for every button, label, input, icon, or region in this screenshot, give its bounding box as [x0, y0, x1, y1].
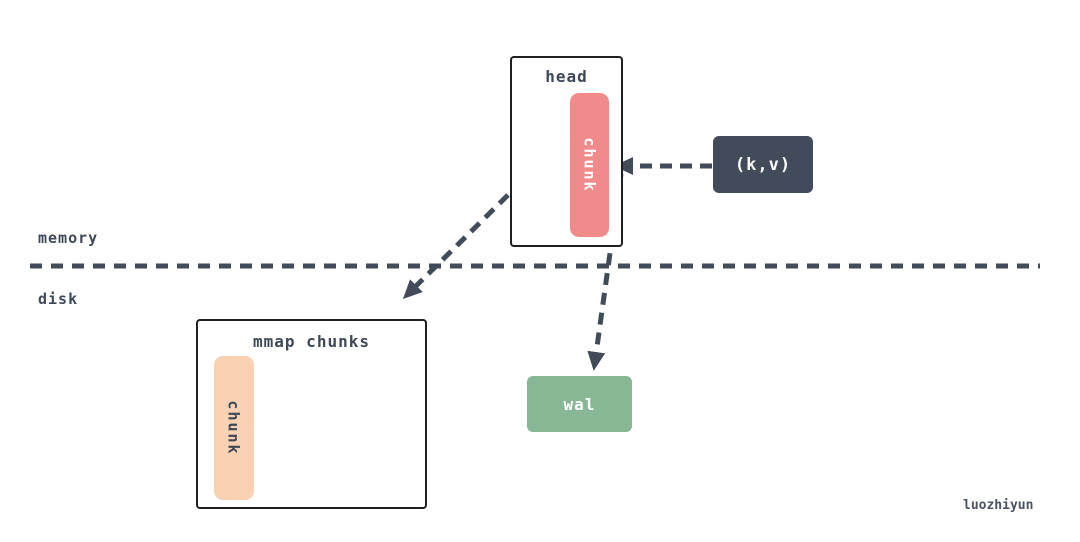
mmap-chunk-label: chunk [225, 400, 243, 456]
disk-region-label: disk [38, 290, 79, 308]
watermark-text: luozhiyun [963, 498, 1034, 513]
head-box-title: head [545, 67, 588, 86]
wal-box: wal [527, 376, 632, 432]
mmap-chunks-box: mmap chunks chunk [196, 319, 427, 509]
memory-region-label: memory [38, 229, 99, 247]
kv-box-label: (k,v) [734, 154, 792, 175]
mmap-chunk-bar: chunk [214, 356, 254, 500]
head-chunk-bar: chunk [570, 93, 609, 237]
wal-box-label: wal [563, 394, 596, 414]
mmap-chunks-box-title: mmap chunks [253, 332, 370, 351]
head-chunk-label: chunk [580, 137, 599, 193]
arrow-head-to-mmap-chunks [402, 193, 510, 299]
kv-box: (k,v) [713, 136, 813, 193]
head-box: head chunk [510, 56, 623, 247]
